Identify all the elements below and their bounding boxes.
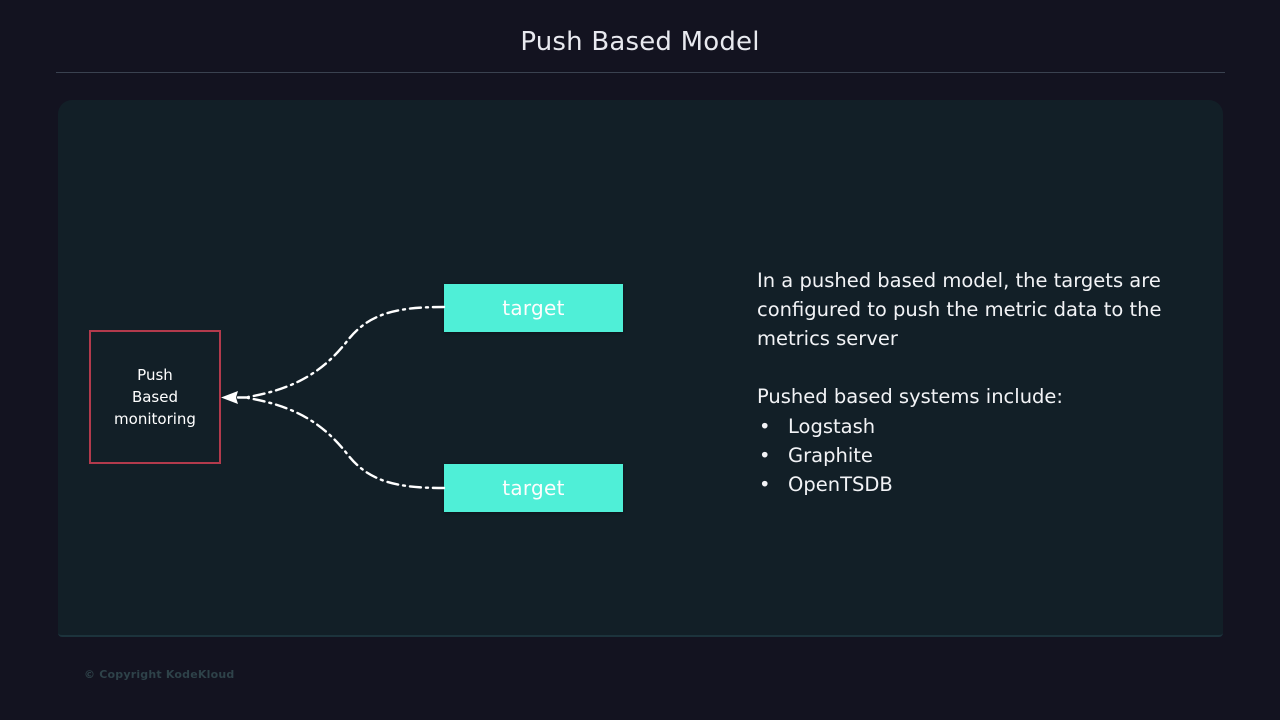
push-based-monitoring-label: Push Based monitoring	[114, 366, 196, 428]
list-item: • Graphite	[757, 441, 1187, 470]
bullet-icon: •	[759, 444, 771, 467]
bullet-icon: •	[759, 415, 771, 438]
target-box-top-label: target	[502, 296, 565, 320]
target-box-bottom: target	[444, 464, 623, 512]
list-item: • OpenTSDB	[757, 470, 1187, 499]
list-item-label: Graphite	[788, 444, 873, 467]
target-box-top: target	[444, 284, 623, 332]
list-item-label: Logstash	[788, 415, 876, 438]
info-block: In a pushed based model, the targets are…	[757, 266, 1187, 499]
push-based-monitoring-box: Push Based monitoring	[89, 330, 221, 464]
footer-copyright: © Copyright KodeKloud	[84, 668, 235, 681]
pushed-systems-list: • Logstash • Graphite • OpenTSDB	[757, 412, 1187, 499]
list-item-label: OpenTSDB	[788, 473, 893, 496]
target-box-bottom-label: target	[502, 476, 565, 500]
header-divider	[56, 72, 1225, 73]
page-title: Push Based Model	[520, 27, 760, 57]
info-paragraph: In a pushed based model, the targets are…	[757, 269, 1162, 350]
info-list-heading: Pushed based systems include:	[757, 385, 1064, 408]
list-item: • Logstash	[757, 412, 1187, 441]
bullet-icon: •	[759, 473, 771, 496]
slide-header: Push Based Model	[0, 0, 1280, 73]
